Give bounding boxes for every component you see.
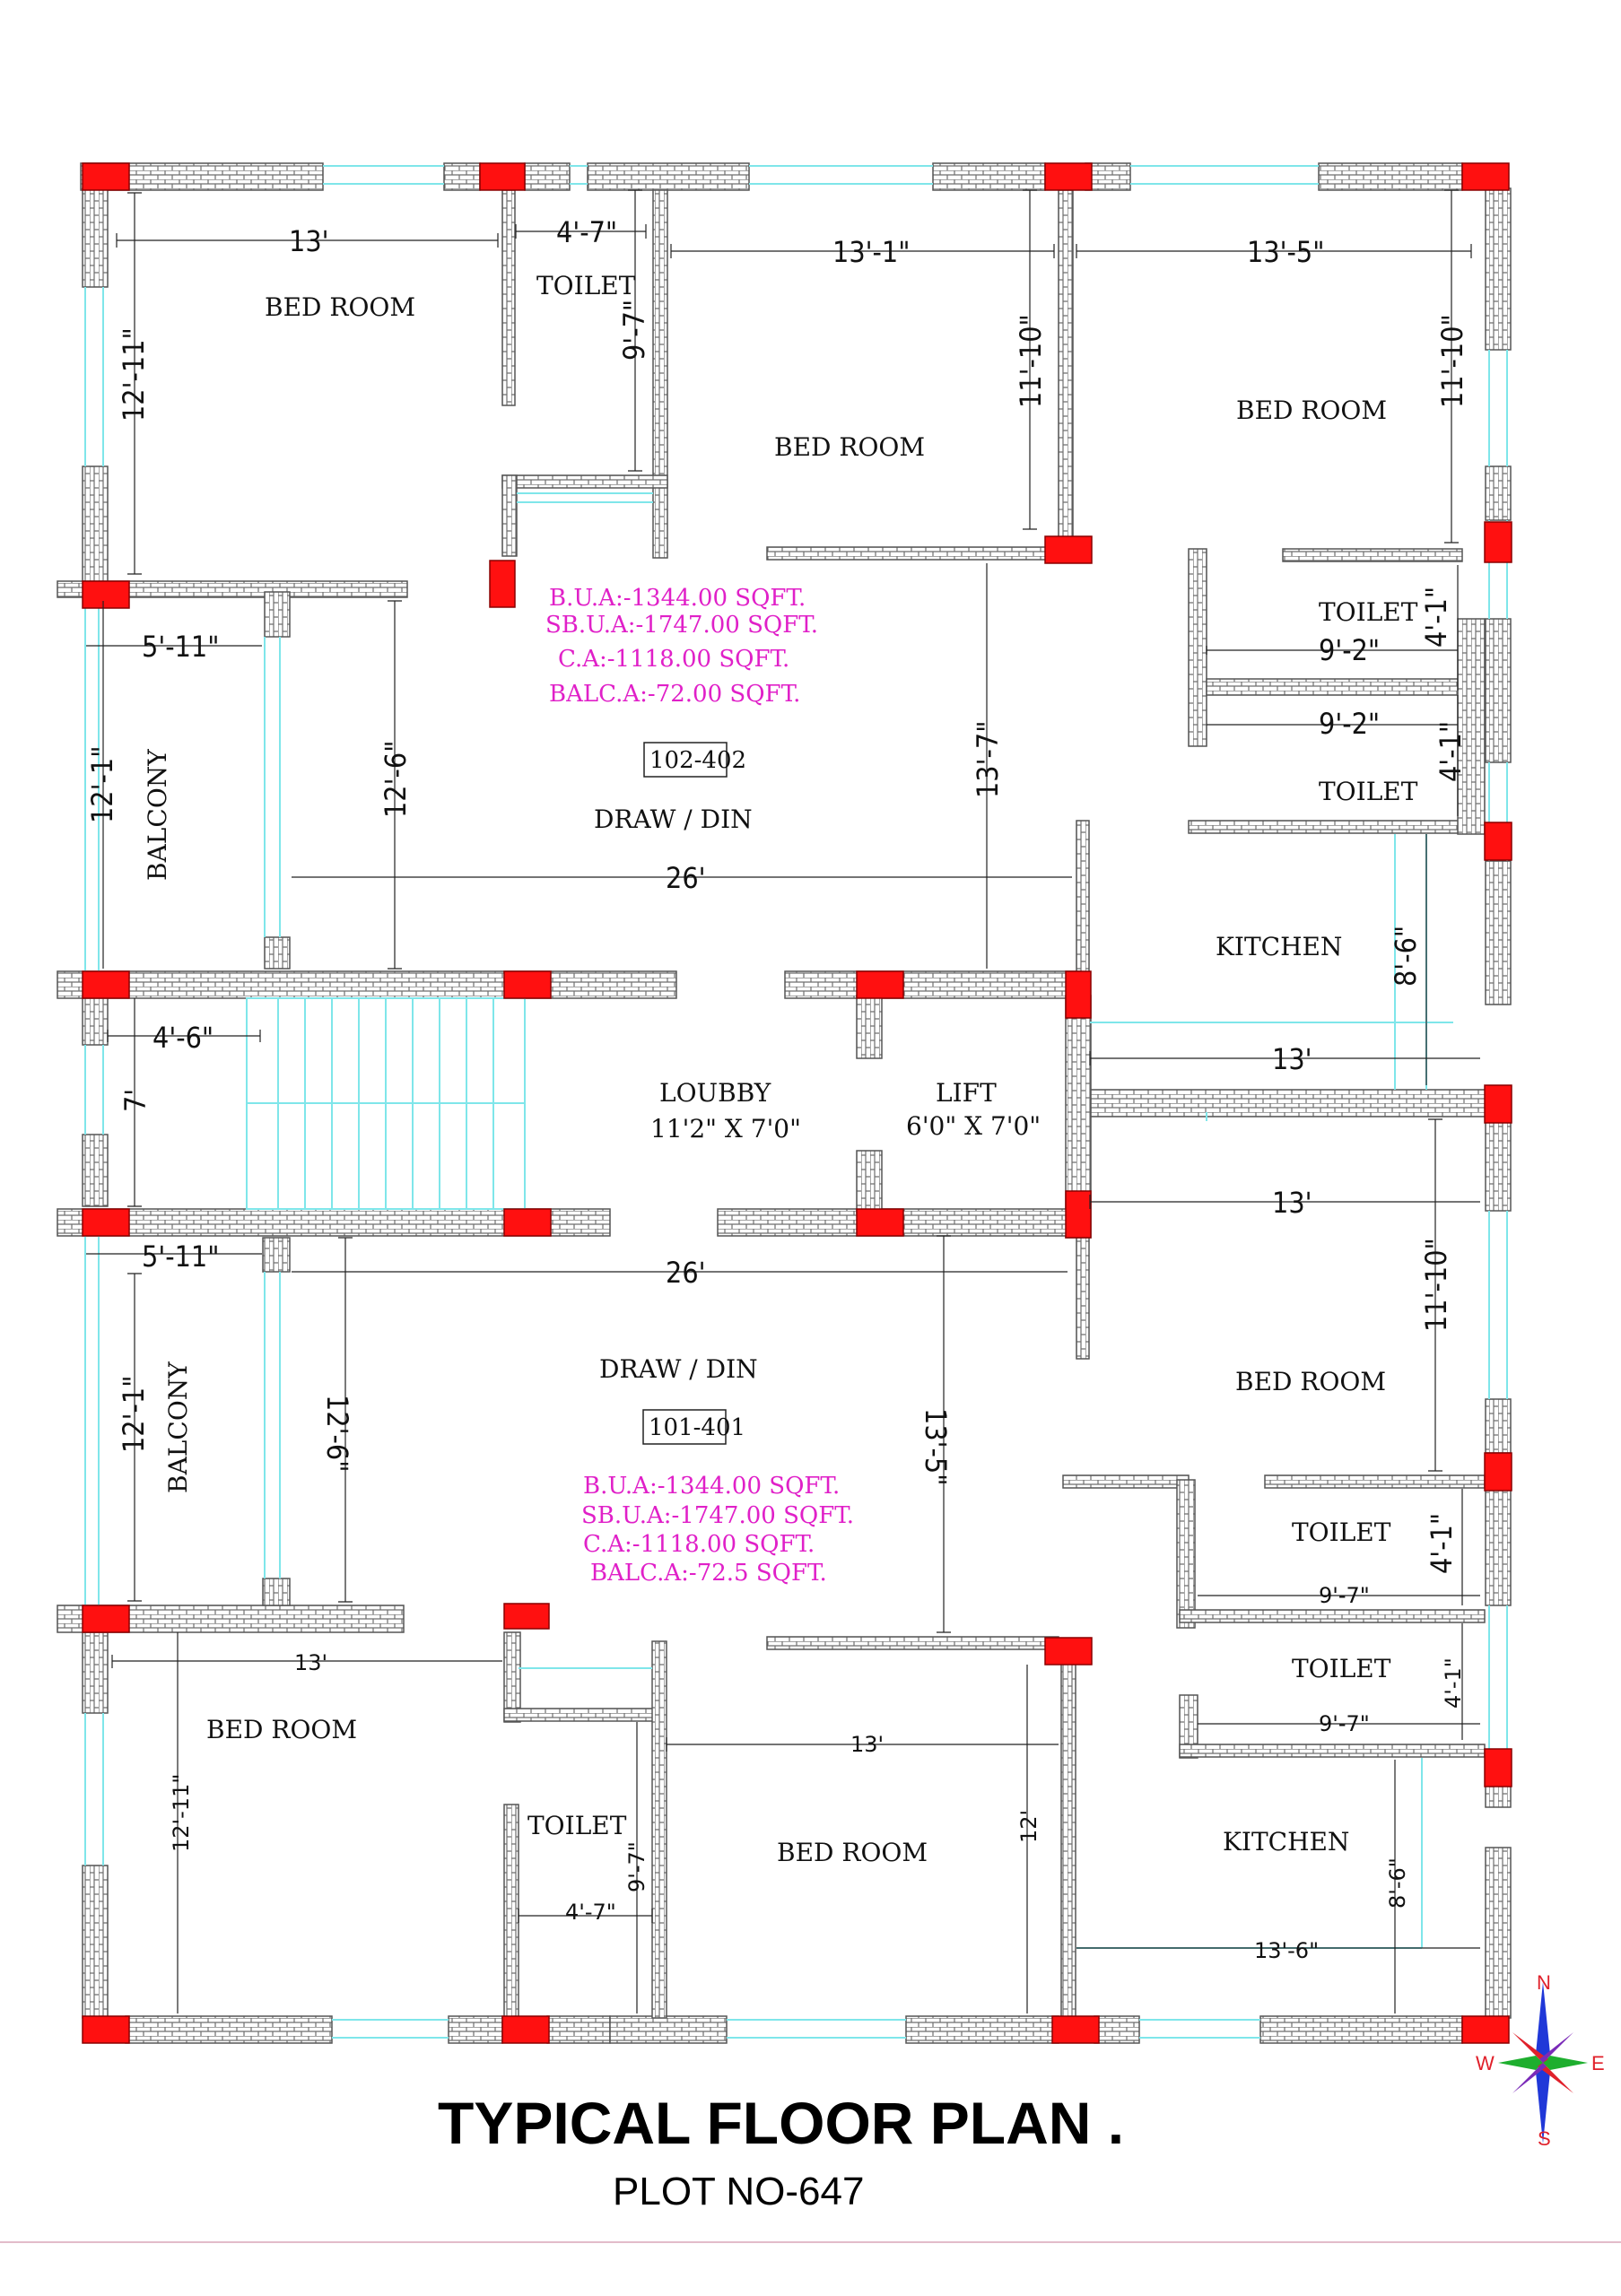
- room-label-lift: LIFT: [936, 1078, 997, 1108]
- dim-label: 13': [1272, 1186, 1312, 1220]
- dim-label: 9'-2": [1319, 633, 1380, 667]
- dim-label: 13': [850, 1732, 884, 1757]
- dim-label: 11'-10": [1435, 314, 1469, 408]
- dim-label: 13'-5": [1247, 235, 1324, 269]
- room-label-toilet6: TOILET: [527, 1811, 627, 1840]
- unit-lower-info: 101-401 B.U.A:-1344.00 SQFT. SB.U.A:-174…: [581, 1409, 854, 1587]
- walls: [57, 162, 1512, 2044]
- compass-rose-icon: N S E W: [1476, 1971, 1605, 2150]
- dim-label: 12'-11": [117, 327, 151, 422]
- dim-label: 4'-1": [1441, 1657, 1466, 1709]
- dim-label: 12'-1": [117, 1376, 151, 1453]
- dim-label: 26': [666, 861, 706, 895]
- dimension-labels: 13' 4'-7" 13'-1" 13'-5" 12'-11" 9'-7" 11…: [85, 215, 1469, 1963]
- lower-balc: BALC.A:-72.5 SQFT.: [590, 1560, 827, 1587]
- dim-label: 11'-10": [1419, 1238, 1453, 1332]
- dim-label: 26': [666, 1256, 706, 1290]
- dim-label: 12'-11": [169, 1774, 194, 1852]
- room-label-toilet1: TOILET: [536, 271, 636, 300]
- plan-subtitle: PLOT NO-647: [613, 2170, 864, 2213]
- dim-label: 13'-7": [971, 721, 1005, 798]
- lower-sbua: SB.U.A:-1747.00 SQFT.: [581, 1502, 854, 1529]
- upper-ca: C.A:-1118.00 SQFT.: [558, 646, 789, 673]
- room-label-toilet3: TOILET: [1319, 777, 1418, 806]
- room-label-lobby: LOUBBY: [659, 1078, 771, 1108]
- room-label-toilet2: TOILET: [1319, 597, 1418, 627]
- compass-e: E: [1591, 2052, 1605, 2074]
- room-label-bed4: BED ROOM: [1235, 1367, 1386, 1396]
- lobby-size: 11'2" X 7'0": [650, 1114, 801, 1144]
- dim-label: 4'-1": [1419, 587, 1453, 648]
- dim-label: 4'-1": [1434, 721, 1468, 782]
- lower-bua: B.U.A:-1344.00 SQFT.: [583, 1473, 840, 1500]
- columns: [82, 162, 1512, 2044]
- room-label-bed3: BED ROOM: [1236, 396, 1387, 425]
- dim-label: 12'-1": [85, 746, 119, 823]
- dim-label: 12': [1016, 1810, 1041, 1843]
- dim-label: 4'-6": [153, 1021, 214, 1055]
- room-label-balcony1: BALCONY: [143, 749, 172, 881]
- room-labels: BED ROOM TOILET BED ROOM BED ROOM TOILET…: [143, 271, 1418, 1867]
- upper-unit-number: 102-402: [649, 747, 746, 774]
- lower-unit-box: [642, 1409, 727, 1445]
- dim-label: 9'-7": [617, 300, 651, 361]
- dim-label: 5'-11": [142, 630, 219, 664]
- room-label-bed5: BED ROOM: [206, 1715, 357, 1744]
- dim-label: 13'-6": [1254, 1938, 1319, 1963]
- unit-upper-info: B.U.A:-1344.00 SQFT. SB.U.A:-1747.00 SQF…: [545, 585, 818, 778]
- dim-label: 13'-5": [919, 1408, 953, 1485]
- dim-label: 13'-1": [832, 235, 910, 269]
- dim-label: 11'-10": [1014, 314, 1048, 408]
- lower-unit-number: 101-401: [649, 1414, 745, 1441]
- room-label-balcony2: BALCONY: [163, 1361, 193, 1493]
- dim-label: 8'-6": [1389, 926, 1423, 987]
- room-label-kitchen2: KITCHEN: [1223, 1827, 1349, 1857]
- dimension-lines: [86, 189, 1480, 2013]
- dim-label: 13': [1272, 1042, 1312, 1076]
- room-label-bed1: BED ROOM: [265, 292, 415, 322]
- room-label-drawdin1: DRAW / DIN: [594, 804, 753, 834]
- room-label-kitchen1: KITCHEN: [1216, 932, 1342, 961]
- compass-n: N: [1537, 1971, 1551, 1994]
- dim-label: 9'-7": [1319, 1711, 1370, 1736]
- dim-label: 12'-6": [320, 1395, 354, 1472]
- lower-ca: C.A:-1118.00 SQFT.: [583, 1531, 815, 1558]
- dim-label: 9'-2": [1319, 707, 1380, 741]
- compass-w: W: [1476, 2052, 1495, 2074]
- dim-label: 7': [118, 1089, 153, 1112]
- dim-label: 4'-7": [556, 215, 617, 249]
- windows: [84, 165, 1508, 2039]
- upper-unit-box: [643, 742, 728, 778]
- room-label-drawdin2: DRAW / DIN: [599, 1354, 758, 1384]
- room-label-toilet5: TOILET: [1292, 1654, 1391, 1683]
- room-label-bed6: BED ROOM: [777, 1838, 928, 1867]
- plan-title: TYPICAL FLOOR PLAN .: [438, 2090, 1124, 2156]
- dim-label: 9'-7": [1319, 1583, 1370, 1608]
- upper-balc: BALC.A:-72.00 SQFT.: [549, 681, 800, 708]
- compass-s: S: [1538, 2127, 1551, 2150]
- dim-label: 4'-7": [565, 1900, 616, 1925]
- dim-label: 13': [294, 1650, 327, 1675]
- dim-label: 4'-1": [1425, 1513, 1459, 1574]
- room-label-toilet4: TOILET: [1292, 1518, 1391, 1547]
- dim-label: 13': [289, 224, 329, 258]
- upper-sbua: SB.U.A:-1747.00 SQFT.: [545, 612, 818, 639]
- dim-label: 12'-6": [379, 741, 413, 818]
- dim-label: 8'-6": [1385, 1857, 1410, 1909]
- room-label-bed2: BED ROOM: [774, 432, 925, 462]
- dim-label: 9'-7": [624, 1841, 649, 1892]
- upper-bua: B.U.A:-1344.00 SQFT.: [549, 585, 806, 612]
- dim-label: 5'-11": [142, 1239, 219, 1274]
- lift-size: 6'0" X 7'0": [906, 1111, 1041, 1141]
